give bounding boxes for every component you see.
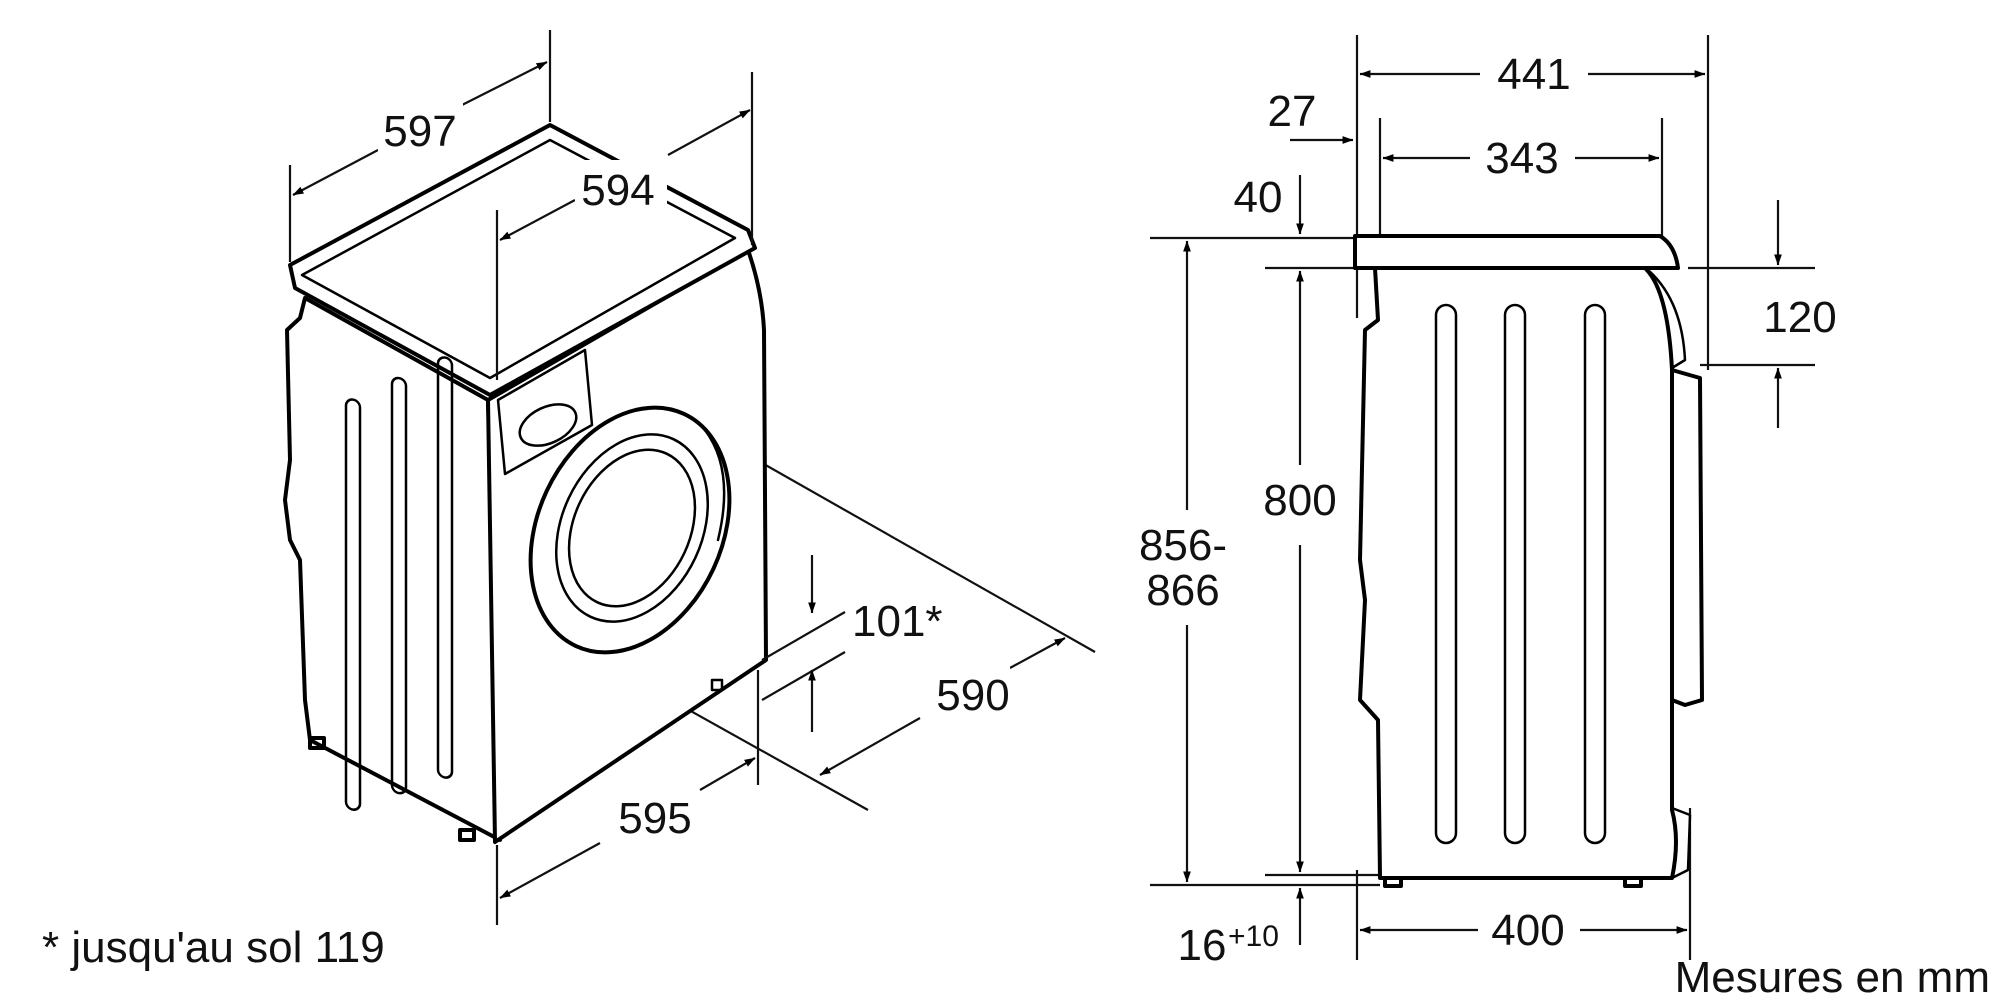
ext-101-top	[761, 611, 846, 661]
dimline-590-a	[819, 717, 921, 776]
side-slot-3	[436, 356, 454, 779]
side-view: 441 343 27 40 800 856- 866 120 16 +10 40…	[1139, 35, 1990, 1000]
dimline-595-b	[699, 757, 756, 791]
foot-right	[710, 678, 724, 692]
ext-101-bottom	[761, 651, 846, 701]
foot-left	[308, 736, 326, 750]
dim-label-400: 400	[1491, 906, 1564, 955]
dim-label-16-superscript: +10	[1228, 920, 1279, 953]
side-rear-curve	[1646, 268, 1687, 370]
machine-front-panel	[486, 248, 768, 844]
door-inner-ring	[554, 433, 710, 623]
top-edge-inner	[300, 138, 737, 380]
dim-label-597: 597	[383, 107, 456, 156]
dimline-597-a	[292, 149, 379, 196]
dim-label-120: 120	[1763, 293, 1836, 342]
detergent-drawer	[518, 403, 578, 447]
dim-label-16: 16	[1178, 921, 1227, 970]
floor-line-right	[761, 462, 1096, 653]
dim-label-800: 800	[1263, 476, 1336, 525]
dimline-594-a	[499, 199, 576, 241]
door-glass	[567, 448, 697, 608]
dim-label-856: 856-	[1139, 521, 1227, 570]
dim-label-441: 441	[1497, 50, 1570, 99]
dimline-590-b	[1009, 637, 1066, 669]
side-slot-2	[390, 376, 408, 795]
control-panel	[496, 348, 594, 476]
side-worktop	[1353, 234, 1680, 270]
dim-label-40: 40	[1234, 173, 1283, 222]
side-view-slot-2	[1503, 303, 1527, 845]
isometric-view: 597 594 595 590 101* * jusqu'au sol 119	[42, 30, 1096, 972]
side-lower-panel	[1670, 806, 1692, 880]
dim-label-594: 594	[581, 166, 654, 215]
dimline-597-b	[461, 61, 548, 106]
side-view-slot-3	[1583, 303, 1607, 845]
side-body	[1358, 266, 1678, 880]
door-hinge-bulge	[703, 428, 726, 542]
side-slot-1	[344, 398, 362, 811]
dim-label-27: 27	[1268, 87, 1317, 136]
side-foot-right	[1623, 876, 1643, 888]
dim-label-866: 866	[1146, 566, 1219, 615]
dim-label-590: 590	[936, 671, 1009, 720]
dim-label-343: 343	[1485, 134, 1558, 183]
dim-label-101: 101*	[852, 597, 943, 646]
footnote-floor-height: * jusqu'au sol 119	[42, 923, 385, 972]
side-view-slot-1	[1434, 303, 1458, 845]
side-foot-left	[1383, 876, 1403, 888]
units-note: Mesures en mm	[1675, 953, 1990, 1000]
foot-front	[458, 828, 476, 842]
dimline-594-b	[667, 109, 751, 156]
side-door-profile	[1670, 368, 1704, 707]
dimline-595-a	[499, 842, 601, 899]
dim-label-595: 595	[618, 794, 691, 843]
door-outer-ring	[528, 405, 732, 655]
